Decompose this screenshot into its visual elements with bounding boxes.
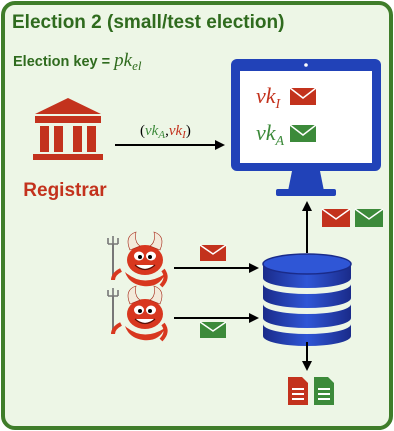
envelope-red-icon	[289, 87, 317, 105]
election-key-label: Election key = pkel	[13, 50, 142, 73]
registrar-building-icon	[33, 98, 103, 160]
registrar-label: Registrar	[23, 180, 107, 201]
key-pair-label: (vkA,vkI)	[140, 123, 191, 141]
database-icon	[262, 253, 352, 346]
election-key-subscript: el	[132, 58, 142, 73]
diagram-title: Election 2 (small/test election)	[12, 12, 284, 33]
envelope-red-icon	[321, 208, 351, 227]
envelope-red-icon	[199, 244, 227, 261]
election-key-prefix: Election key =	[13, 54, 114, 70]
monitor-icon	[231, 59, 381, 196]
election-key-symbol: pk	[112, 50, 133, 71]
envelope-green-icon	[199, 321, 227, 338]
envelope-green-icon	[289, 124, 317, 142]
document-red-icon	[288, 377, 308, 405]
document-green-icon	[314, 377, 334, 405]
monitor-vk-i: vkI	[256, 83, 282, 112]
devil-voter-icon	[107, 285, 168, 342]
monitor-vk-a: vkA	[256, 120, 285, 149]
envelope-green-icon	[354, 208, 384, 227]
devil-voter-icon	[107, 231, 168, 288]
